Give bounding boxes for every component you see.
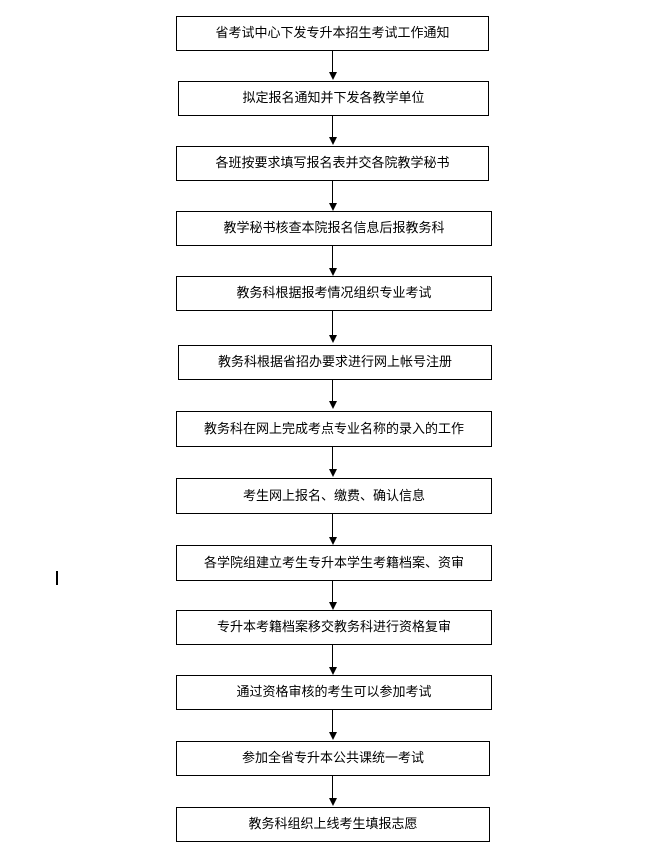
flow-arrow-9 [332,581,333,603]
flow-arrow-head-9 [329,602,337,610]
flow-arrow-head-4 [329,268,337,276]
flow-arrow-1 [332,51,333,73]
flow-step-12: 参加全省专升本公共课统一考试 [176,741,490,776]
flow-step-6: 教务科根据省招办要求进行网上帐号注册 [178,345,492,380]
flow-step-13: 教务科组织上线考生填报志愿 [176,807,490,842]
flow-arrow-head-10 [329,667,337,675]
flow-arrow-8 [332,514,333,538]
flow-arrow-head-6 [329,401,337,409]
flow-arrow-5 [332,311,333,336]
flow-arrow-head-8 [329,537,337,545]
flow-step-5: 教务科根据报考情况组织专业考试 [176,276,492,311]
flow-arrow-11 [332,710,333,733]
flow-step-8: 考生网上报名、缴费、确认信息 [176,478,492,514]
flow-arrow-12 [332,776,333,799]
flow-step-3: 各班按要求填写报名表并交各院教学秘书 [176,146,489,181]
flow-step-11: 通过资格审核的考生可以参加考试 [176,675,492,710]
flow-step-9: 各学院组建立考生专升本学生考籍档案、资审 [176,545,492,581]
flow-step-4: 教学秘书核查本院报名信息后报教务科 [176,211,492,246]
flow-arrow-2 [332,116,333,138]
flow-arrow-head-7 [329,469,337,477]
flow-arrow-head-3 [329,203,337,211]
flow-arrow-10 [332,645,333,668]
flow-step-7: 教务科在网上完成考点专业名称的录入的工作 [176,411,492,447]
edge-mark [56,571,58,585]
flow-arrow-head-1 [329,72,337,80]
flow-step-10: 专升本考籍档案移交教务科进行资格复审 [176,610,492,645]
flow-arrow-4 [332,246,333,269]
flow-arrow-head-5 [329,335,337,343]
flow-arrow-7 [332,447,333,470]
flow-arrow-6 [332,380,333,402]
flow-step-2: 拟定报名通知并下发各教学单位 [178,81,489,116]
flow-arrow-3 [332,181,333,204]
flow-step-1: 省考试中心下发专升本招生考试工作通知 [176,16,489,51]
flow-arrow-head-12 [329,798,337,806]
flow-arrow-head-2 [329,137,337,145]
flow-arrow-head-11 [329,732,337,740]
